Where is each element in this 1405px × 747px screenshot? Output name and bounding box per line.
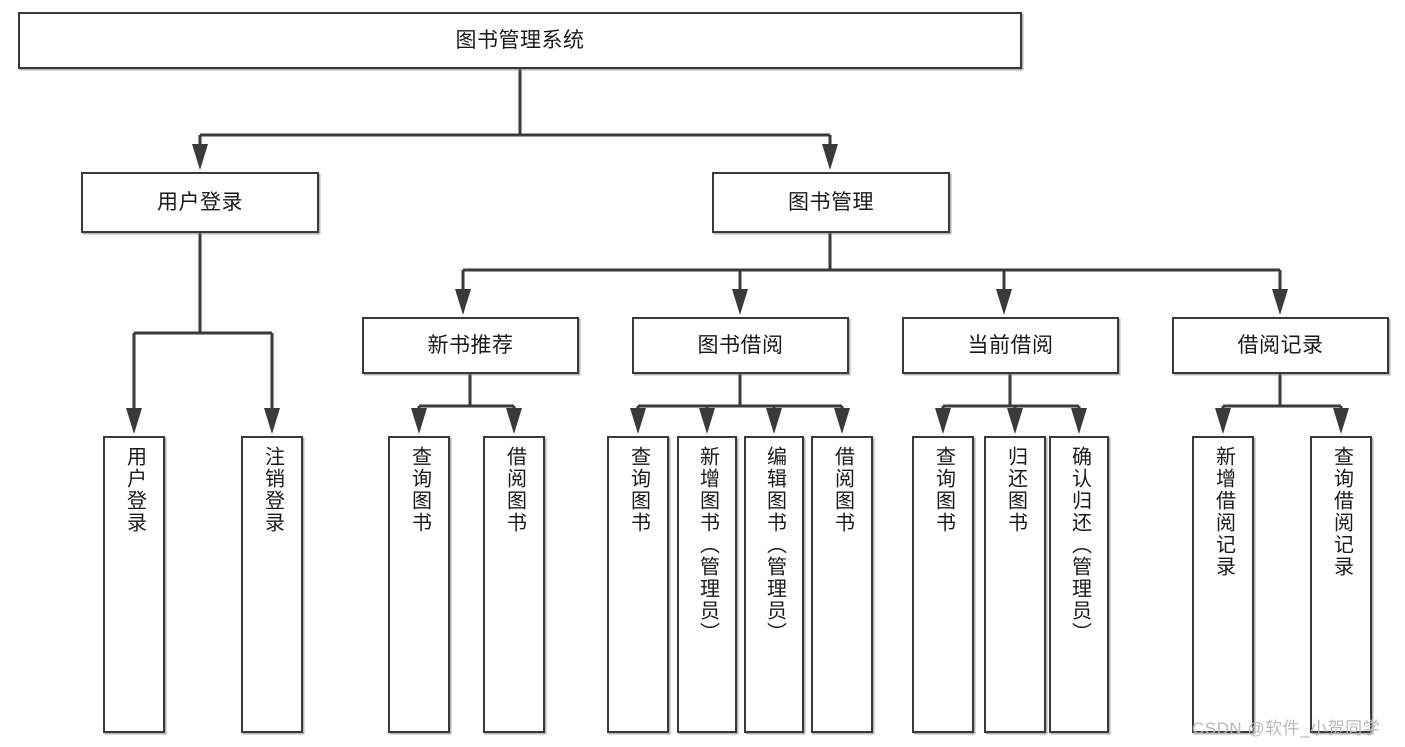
node-label: 图书借阅 (697, 333, 784, 357)
node-leaf-user-login[interactable]: 用户登录 (103, 436, 165, 733)
arrow-head-icon (1071, 408, 1087, 434)
arrow-head-icon (506, 408, 522, 434)
node-leaf-borrow-book-1[interactable]: 借阅图书 (483, 436, 545, 733)
node-label: 借阅图书 (503, 446, 526, 534)
arrow-head-icon (996, 289, 1012, 315)
node-leaf-return-book[interactable]: 归还图书 (984, 436, 1046, 733)
arrow-head-icon (834, 408, 850, 434)
node-leaf-add-record[interactable]: 新增借阅记录 (1192, 436, 1254, 733)
node-label: 用户登录 (123, 446, 146, 534)
node-leaf-add-book[interactable]: 新增图书（管理员） (677, 436, 737, 733)
node-leaf-borrow-book-2[interactable]: 借阅图书 (811, 436, 873, 733)
arrow-head-icon (822, 144, 838, 170)
node-label: 查询图书 (627, 446, 650, 534)
node-leaf-edit-book[interactable]: 编辑图书（管理员） (744, 436, 804, 733)
node-label: 查询图书 (408, 446, 431, 534)
node-leaf-query-book-1[interactable]: 查询图书 (388, 436, 450, 733)
node-leaf-query-book-3[interactable]: 查询图书 (912, 436, 974, 733)
arrow-head-icon (192, 144, 208, 170)
node-new-book-rec[interactable]: 新书推荐 (362, 317, 579, 374)
node-label: 新增借阅记录 (1212, 446, 1235, 578)
node-label: 注销登录 (261, 446, 284, 534)
arrow-head-icon (126, 408, 142, 434)
node-book-borrow[interactable]: 图书借阅 (632, 317, 849, 374)
arrow-head-icon (411, 408, 427, 434)
arrow-head-icon (264, 408, 280, 434)
node-label: 用户登录 (157, 190, 243, 214)
arrow-head-icon (1272, 289, 1288, 315)
arrow-head-icon (630, 408, 646, 434)
node-label: 新书推荐 (427, 333, 514, 357)
arrow-head-icon (732, 289, 748, 315)
arrow-head-icon (766, 408, 782, 434)
arrow-head-icon (1215, 408, 1231, 434)
node-book-manage[interactable]: 图书管理 (712, 172, 950, 233)
node-label: 查询图书 (932, 446, 955, 534)
node-label: 查询借阅记录 (1330, 446, 1353, 578)
node-label: 借阅记录 (1237, 333, 1324, 357)
node-leaf-confirm-return[interactable]: 确认归还（管理员） (1049, 436, 1109, 733)
node-current-borrow[interactable]: 当前借阅 (902, 317, 1119, 374)
node-label: 编辑图书（管理员） (763, 446, 786, 644)
arrow-head-icon (935, 408, 951, 434)
arrow-head-icon (1333, 408, 1349, 434)
node-label: 当前借阅 (967, 333, 1054, 357)
node-label: 归还图书 (1004, 446, 1027, 534)
arrow-head-icon (699, 408, 715, 434)
node-leaf-query-record[interactable]: 查询借阅记录 (1310, 436, 1372, 733)
node-borrow-record[interactable]: 借阅记录 (1172, 317, 1389, 374)
node-leaf-query-book-2[interactable]: 查询图书 (607, 436, 669, 733)
arrow-head-icon (455, 289, 471, 315)
watermark: CSDN @软件_小贺同学 (1192, 719, 1381, 738)
node-label: 确认归还（管理员） (1068, 446, 1091, 644)
node-leaf-user-logout[interactable]: 注销登录 (241, 436, 303, 733)
node-label: 新增图书（管理员） (696, 446, 719, 644)
node-label: 图书管理 (788, 190, 874, 214)
node-label: 图书管理系统 (455, 28, 585, 52)
arrow-head-icon (1007, 408, 1023, 434)
node-root[interactable]: 图书管理系统 (18, 12, 1022, 69)
node-label: 借阅图书 (831, 446, 854, 534)
node-user-login[interactable]: 用户登录 (81, 172, 319, 233)
